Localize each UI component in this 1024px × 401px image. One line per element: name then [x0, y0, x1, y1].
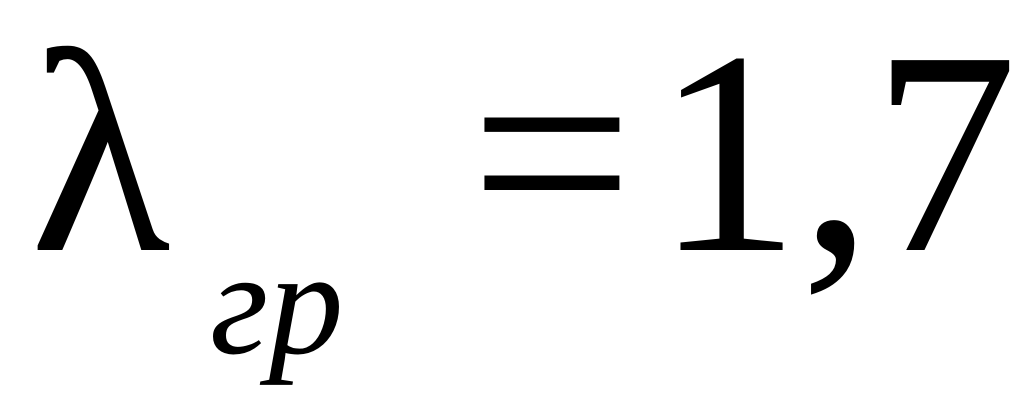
formula-value: 1,7 [655, 0, 1018, 313]
lambda-symbol: λ [30, 0, 171, 313]
equals-sign: = [470, 0, 634, 313]
subscript-label: гр [210, 220, 344, 386]
